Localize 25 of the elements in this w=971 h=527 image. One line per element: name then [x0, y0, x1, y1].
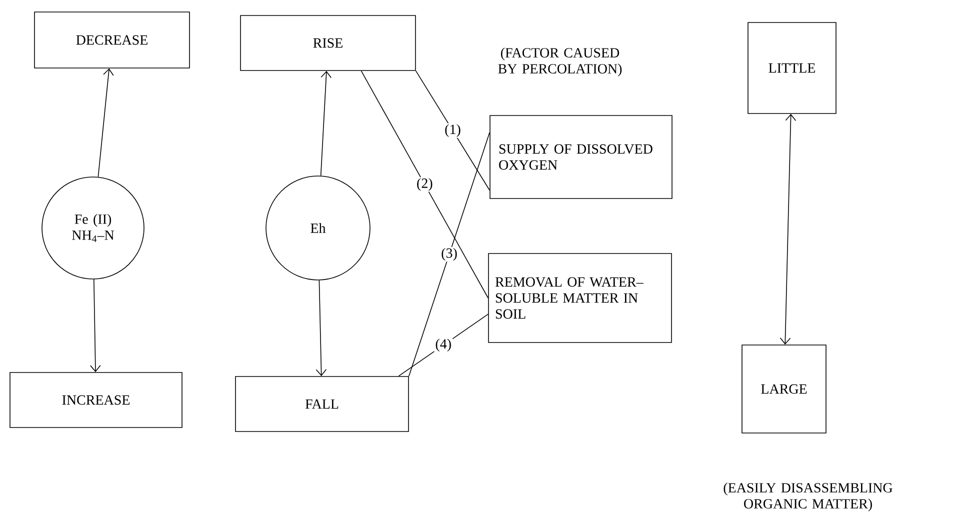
edge-label: (4)	[434, 338, 453, 352]
edge-label: (1)	[444, 123, 462, 138]
connector-line	[416, 70, 490, 191]
text-box: DECREASE	[34, 12, 190, 68]
arrow	[316, 280, 327, 376]
arrow	[90, 279, 101, 372]
note-text: (FACTOR CAUSED BY PERCOLATION)	[498, 48, 622, 76]
text-box: LARGE	[742, 344, 826, 434]
text-box: INCREASE	[10, 372, 182, 428]
edge-label: (3)	[440, 246, 458, 262]
text-box: SUPPLY OF DISSOLVED OXYGEN	[490, 115, 672, 199]
arrow	[320, 70, 332, 176]
connector-line	[360, 70, 488, 298]
connector-line	[398, 314, 488, 376]
text-box: RISE	[240, 15, 416, 71]
note-text: (EASILY DISASSEMBLING ORGANIC MATTER)	[724, 482, 892, 512]
text-box: FALL	[235, 376, 409, 432]
text-box: REMOVAL OF WATER–SOLUBLE MATTER IN SOIL	[488, 253, 672, 343]
text-box: LITTLE	[748, 22, 836, 114]
circle-node: Eh	[266, 176, 370, 280]
circle-node: Fe (II) NH$_{4}$–N	[42, 176, 144, 280]
arrow	[98, 68, 114, 178]
arrow	[780, 114, 796, 345]
edge-label: (2)	[416, 177, 434, 192]
connector-line	[408, 132, 490, 376]
